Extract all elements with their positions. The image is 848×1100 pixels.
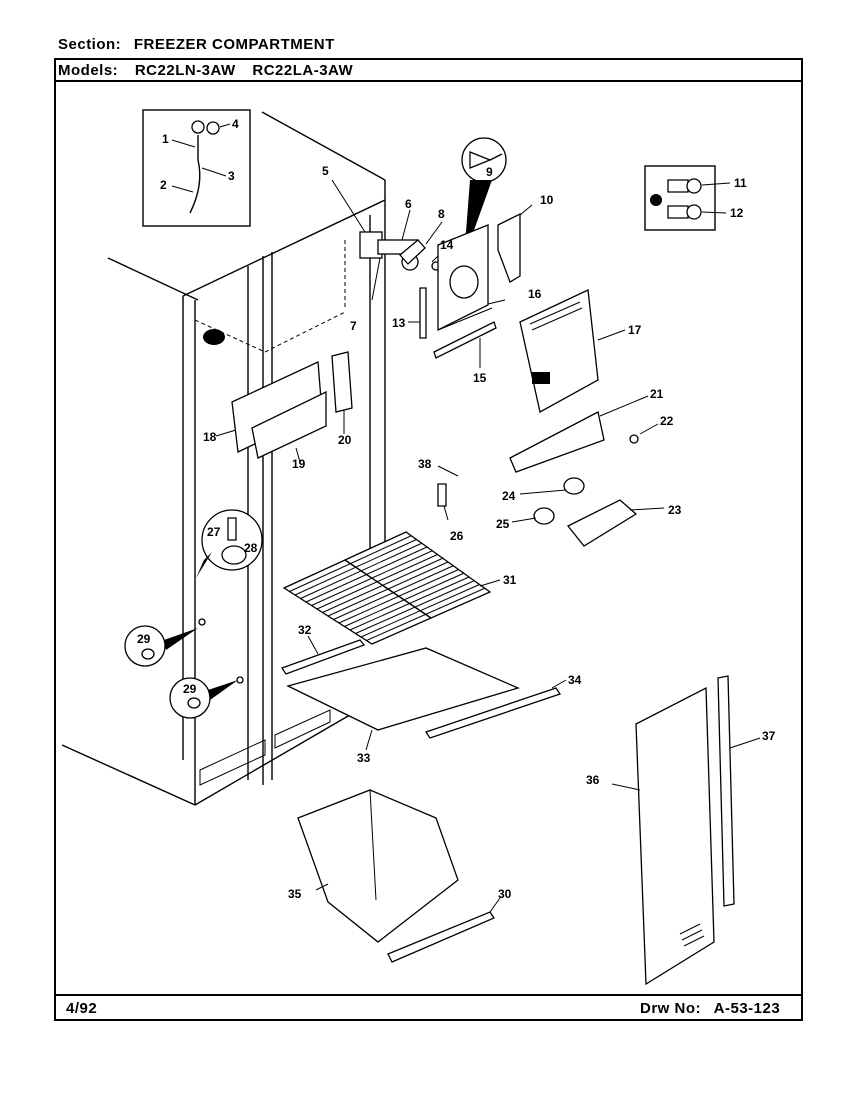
callout-26: 26 bbox=[450, 529, 464, 543]
callout-16: 16 bbox=[528, 287, 542, 301]
mounting-bracket bbox=[408, 224, 506, 368]
callout-34: 34 bbox=[568, 673, 582, 687]
rack-bracket-20 bbox=[331, 351, 353, 434]
callout-14: 14 bbox=[440, 238, 454, 252]
callout-11: 11 bbox=[734, 176, 747, 190]
models-header: Models: RC22LN-3AW RC22LA-3AW bbox=[58, 62, 353, 79]
light-bracket bbox=[509, 395, 659, 473]
callout-8: 8 bbox=[438, 207, 445, 221]
callout-29-upper: 29 bbox=[137, 632, 151, 646]
callout-5: 5 bbox=[322, 164, 329, 178]
callout-21: 21 bbox=[650, 387, 664, 401]
callout-22: 22 bbox=[660, 414, 674, 428]
wire-shelf bbox=[282, 531, 501, 645]
side-panel bbox=[611, 675, 761, 986]
callout-labels: 1 2 3 4 5 6 7 8 9 10 11 12 13 14 15 16 1… bbox=[137, 117, 776, 901]
callout-9: 9 bbox=[486, 165, 493, 179]
footer-divider bbox=[54, 994, 803, 996]
callout-32: 32 bbox=[298, 623, 312, 637]
freezer-basket bbox=[297, 789, 501, 963]
callout-27: 27 bbox=[207, 525, 221, 539]
callout-12: 12 bbox=[730, 206, 744, 220]
callout-33: 33 bbox=[357, 751, 371, 765]
section-label: Section: bbox=[58, 36, 122, 53]
callout-38: 38 bbox=[418, 457, 432, 471]
callout-29-lower: 29 bbox=[183, 682, 197, 696]
section-header: Section: FREEZER COMPARTMENT bbox=[58, 36, 335, 53]
callout-2: 2 bbox=[160, 178, 167, 192]
callout-30: 30 bbox=[498, 887, 512, 901]
callout-3: 3 bbox=[228, 169, 235, 183]
section-value: FREEZER COMPARTMENT bbox=[133, 36, 335, 53]
footer-date: 4/92 bbox=[66, 1000, 98, 1017]
model-number-1: RC22LN-3AW bbox=[134, 62, 236, 79]
inset-box-parts-1-4 bbox=[142, 109, 251, 227]
callout-10: 10 bbox=[540, 193, 554, 207]
callout-4: 4 bbox=[232, 117, 239, 131]
callout-1: 1 bbox=[162, 132, 169, 146]
callout-20: 20 bbox=[338, 433, 352, 447]
cabinet-grommet bbox=[203, 329, 225, 345]
callout-31: 31 bbox=[503, 573, 517, 587]
bracket-10 bbox=[497, 204, 533, 283]
callout-23: 23 bbox=[668, 503, 682, 517]
callout-15: 15 bbox=[473, 371, 487, 385]
callout-37: 37 bbox=[762, 729, 776, 743]
grommet-details bbox=[124, 509, 263, 719]
callout-13: 13 bbox=[392, 316, 406, 330]
damper-control-assembly bbox=[331, 179, 443, 301]
drawing-frame bbox=[54, 58, 803, 1021]
callout-17: 17 bbox=[628, 323, 642, 337]
callout-7: 7 bbox=[350, 319, 357, 333]
header-divider bbox=[54, 80, 803, 82]
callout-25: 25 bbox=[496, 517, 510, 531]
light-assembly bbox=[511, 477, 665, 547]
callout-6: 6 bbox=[405, 197, 412, 211]
callout-19: 19 bbox=[292, 457, 306, 471]
door-rack-assembly bbox=[215, 361, 327, 463]
inset-box-parts-11-12 bbox=[644, 165, 731, 231]
drawing-number: A-53-123 bbox=[713, 1000, 781, 1017]
rear-cover-panel bbox=[519, 289, 626, 413]
callout-24: 24 bbox=[502, 489, 516, 503]
callout-36: 36 bbox=[586, 773, 600, 787]
models-label: Models: bbox=[58, 62, 119, 79]
callout-18: 18 bbox=[203, 430, 217, 444]
footer-drawing-number: Drw No: A-53-123 bbox=[640, 1000, 780, 1017]
model-number-2: RC22LA-3AW bbox=[252, 62, 354, 79]
glass-shelf-assembly bbox=[280, 635, 567, 751]
callout-35: 35 bbox=[288, 887, 302, 901]
light-switch bbox=[437, 465, 459, 521]
drawing-label: Drw No: bbox=[640, 1000, 701, 1017]
callout-28: 28 bbox=[244, 541, 258, 555]
shelf-center-bar bbox=[344, 559, 432, 619]
